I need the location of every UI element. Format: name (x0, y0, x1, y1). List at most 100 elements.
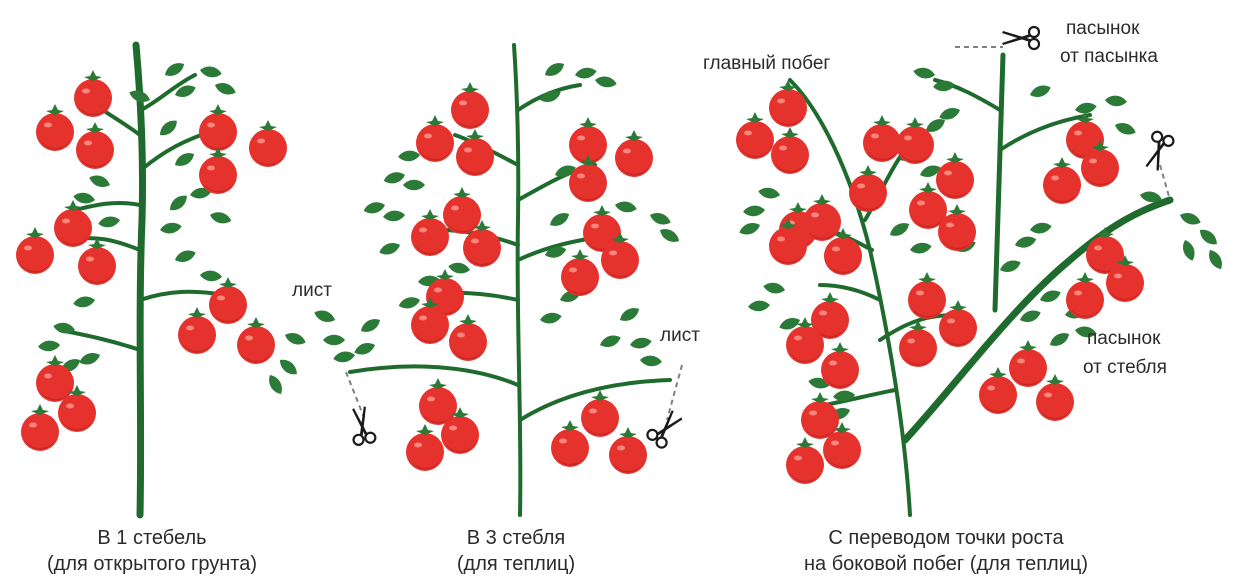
leaf (362, 200, 386, 216)
leaf (88, 173, 112, 190)
tomato (615, 130, 653, 177)
cut-line-right (667, 365, 682, 420)
leaf (1180, 238, 1197, 262)
leaf (762, 281, 785, 295)
cut-line-side (1160, 165, 1170, 200)
tomato (609, 427, 647, 474)
tomato (419, 378, 457, 425)
leaf (1029, 221, 1052, 235)
tomato (249, 120, 287, 167)
leaf (447, 261, 470, 275)
leaf (887, 219, 911, 239)
tomato (939, 300, 977, 347)
leaf (1197, 226, 1221, 248)
tomato (863, 115, 901, 162)
branch (75, 203, 140, 210)
tomato (771, 127, 809, 174)
leaf (72, 191, 95, 205)
leaf (757, 186, 780, 200)
leaf (738, 220, 762, 237)
tomato (199, 104, 237, 151)
leaf (1178, 210, 1202, 227)
leaf (265, 372, 285, 396)
leaf (403, 180, 425, 191)
branch (995, 55, 1003, 310)
tomato (21, 404, 59, 451)
branch (350, 366, 518, 385)
leaf (998, 258, 1022, 275)
leaf (199, 65, 222, 79)
leaf (213, 80, 237, 97)
leaf (648, 210, 672, 227)
tomato (849, 165, 887, 212)
scissors-icon (1002, 27, 1039, 49)
tomato (769, 80, 807, 127)
tomato (451, 82, 489, 129)
branch (514, 45, 520, 515)
main-stem (136, 45, 143, 515)
leaf (97, 215, 120, 229)
tomato (801, 392, 839, 439)
scissors-icon (1142, 130, 1175, 172)
tomato (581, 390, 619, 437)
leaf (200, 270, 223, 282)
leaf (629, 336, 652, 350)
leaf (1113, 120, 1137, 137)
label-main-shoot: главный побег (703, 53, 830, 74)
label-stepson-of-stepson-1: пасынок (1066, 18, 1140, 39)
leaf (162, 59, 186, 79)
tomato (936, 152, 974, 199)
leaf (1205, 247, 1225, 271)
leaf (1074, 101, 1097, 115)
leaf (594, 75, 617, 89)
tomato (209, 277, 247, 324)
leaf (912, 66, 935, 80)
leaf (172, 149, 196, 169)
leaf (657, 225, 681, 245)
tomato (36, 104, 74, 151)
leaf (332, 350, 355, 364)
captions: В 1 стебель (для открытого грунта) В 3 с… (47, 527, 1088, 575)
tomato (76, 122, 114, 169)
label-leaf-right: лист (660, 325, 700, 346)
tomato (237, 317, 275, 364)
tomato (78, 238, 116, 285)
leaf (72, 295, 95, 309)
leaf (748, 300, 771, 312)
label-stepson-of-stepson-2: от пасынка (1060, 46, 1158, 67)
scissors-icon (348, 405, 376, 445)
tomato (16, 227, 54, 274)
plant-three-stems (313, 45, 682, 515)
leaf (38, 340, 61, 352)
leaf (358, 315, 382, 335)
leaf (574, 66, 597, 80)
leaf (1105, 95, 1128, 107)
leaf (209, 210, 233, 226)
leaf (382, 170, 406, 186)
leaf (157, 117, 181, 139)
leaf (640, 355, 663, 367)
label-stepson-of-stem-1: пасынок (1087, 328, 1161, 349)
caption-three-stems-line2: (для теплиц) (457, 553, 575, 575)
leaf (78, 350, 102, 367)
scissors-icon (645, 407, 686, 449)
plant-one-stem (16, 45, 307, 515)
leaf (539, 311, 562, 325)
leaf (614, 200, 637, 214)
tomato (908, 272, 946, 319)
leaf (547, 209, 571, 229)
leaf (159, 221, 182, 235)
leaf (909, 241, 932, 255)
caption-side-shoot-line2: на боковой побег (для теплиц) (804, 553, 1088, 575)
leaf (283, 330, 307, 347)
leaf (173, 248, 197, 265)
leaf (1014, 234, 1038, 250)
tomato (896, 117, 934, 164)
tomato (569, 155, 607, 202)
caption-one-stem-line1: В 1 стебель (97, 527, 206, 549)
leaf (743, 205, 766, 217)
label-leaf-left: лист (292, 280, 332, 301)
caption-side-shoot-line1: С переводом точки роста (828, 527, 1064, 549)
tomato (561, 249, 599, 296)
